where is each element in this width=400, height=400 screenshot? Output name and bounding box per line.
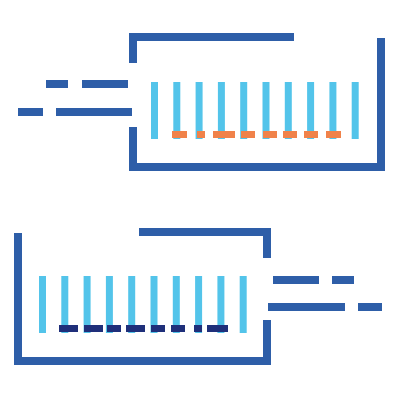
lower-frame-bottom-segment <box>14 357 271 365</box>
lower-digit-dash <box>84 325 103 332</box>
upper-barcode-bar <box>329 82 337 139</box>
lower-barcode-panel <box>14 228 382 365</box>
upper-barcode-bar <box>217 82 225 139</box>
upper-barcode-bar <box>240 82 248 139</box>
upper-barcode-bar <box>173 82 181 139</box>
upper-barcode-digits <box>172 131 341 138</box>
lower-frame-right-upper-segment <box>263 228 271 258</box>
lower-digit-dash <box>107 325 121 332</box>
upper-barcode-bar <box>351 82 359 139</box>
lower-speed-line <box>273 276 319 284</box>
upper-barcode-panel <box>18 33 385 171</box>
upper-speed-line <box>18 108 43 116</box>
lower-barcode-bar <box>217 276 225 333</box>
lower-barcode-bar <box>83 276 91 333</box>
lower-barcode-bar <box>150 276 158 333</box>
upper-barcode-bars <box>151 82 359 139</box>
lower-barcode-bar <box>61 276 69 333</box>
lower-frame <box>14 228 271 365</box>
upper-speed-line <box>46 80 68 88</box>
lower-digit-dash <box>126 325 145 332</box>
lower-speed-line <box>358 303 382 311</box>
upper-digit-dash <box>213 131 235 138</box>
lower-barcode-bar <box>105 276 113 333</box>
lower-digit-dash <box>194 325 202 332</box>
lower-barcode-bar <box>239 276 247 333</box>
upper-frame-top-segment <box>129 33 294 41</box>
lower-barcode-bar <box>172 276 180 333</box>
lower-frame-right-lower-segment <box>263 320 271 365</box>
lower-digit-dash <box>151 325 165 332</box>
lower-frame-top-segment <box>139 228 271 236</box>
lower-barcode-bar <box>128 276 136 333</box>
upper-digit-dash <box>241 131 255 138</box>
upper-frame <box>129 33 385 171</box>
lower-frame-left-segment <box>14 233 22 365</box>
upper-barcode-bar <box>307 82 315 139</box>
upper-digit-dash <box>283 131 297 138</box>
lower-speed-line <box>332 276 354 284</box>
upper-digit-dash <box>304 131 318 138</box>
upper-digit-dash <box>172 131 187 138</box>
upper-digit-dash <box>197 131 205 138</box>
lower-digit-dash <box>59 325 78 332</box>
lower-digit-dash <box>207 325 228 332</box>
lower-barcode-bar <box>39 276 46 333</box>
lower-barcode-bars <box>39 276 247 333</box>
upper-barcode-bar <box>151 82 158 139</box>
upper-frame-bottom-segment <box>129 163 385 171</box>
upper-digit-dash <box>326 131 341 138</box>
upper-speed-lines <box>18 80 132 116</box>
lower-digit-dash <box>171 325 185 332</box>
upper-speed-line <box>56 108 132 116</box>
upper-frame-left-lower-segment <box>129 127 137 171</box>
upper-barcode-bar <box>195 82 203 139</box>
upper-barcode-bar <box>262 82 270 139</box>
upper-frame-left-segment <box>129 33 137 63</box>
lower-barcode-digits <box>59 325 228 332</box>
upper-digit-dash <box>263 131 277 138</box>
lower-speed-line <box>268 303 345 311</box>
lower-barcode-bar <box>195 276 203 333</box>
upper-frame-right-segment <box>377 38 385 171</box>
lower-speed-lines <box>268 276 382 311</box>
upper-speed-line <box>82 80 128 88</box>
upper-barcode-bar <box>284 82 292 139</box>
